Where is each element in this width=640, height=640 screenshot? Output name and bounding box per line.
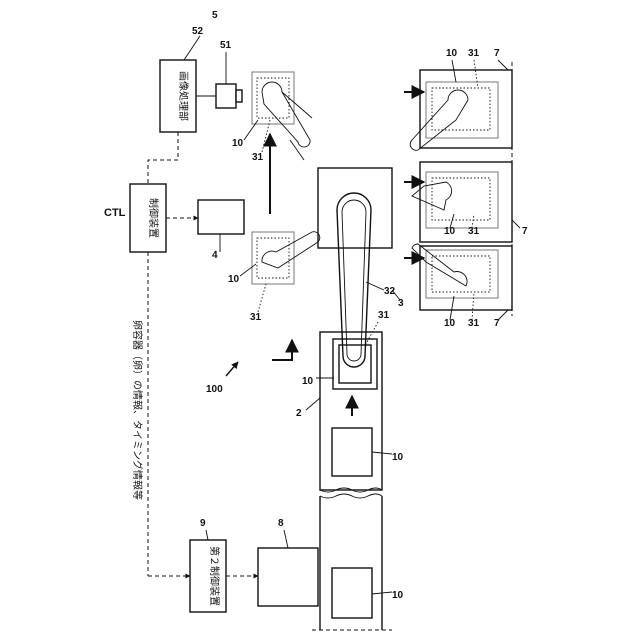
conveyor-2 (312, 332, 392, 630)
ref-10-mid: 10 (228, 274, 240, 285)
ref-3: 3 (398, 298, 404, 309)
transfer-arrow-corner (272, 340, 292, 360)
ref-31-robot: 31 (378, 310, 390, 321)
ref-7-st3: 7 (494, 318, 500, 329)
ref-100: 100 (206, 384, 223, 395)
ref-52: 52 (192, 26, 204, 37)
ref-9: 9 (200, 518, 206, 529)
image-processing-unit-52: 画像処理部 (160, 60, 196, 132)
block-8 (258, 548, 318, 606)
ref-2: 2 (296, 408, 302, 419)
camera-51 (216, 84, 242, 108)
ref-31-st3: 31 (468, 318, 480, 329)
egg-container-on-conveyor (332, 428, 372, 476)
controller-text: 制御装置 (147, 198, 160, 238)
ref-4: 4 (212, 250, 218, 261)
ref-32: 32 (384, 286, 396, 297)
ref-31-st1: 31 (468, 48, 480, 59)
ctl-label: CTL (104, 207, 126, 219)
camera-station-top (252, 72, 312, 160)
camera-station-bottom (252, 232, 320, 284)
ref-10-top: 10 (232, 138, 244, 149)
station-7-middle (404, 162, 512, 242)
ref-8: 8 (278, 518, 284, 529)
ref-31-st2: 31 (468, 226, 480, 237)
ref-10-conv: 10 (302, 376, 314, 387)
ref-10-conv3: 10 (392, 590, 404, 601)
ref-31-mid: 31 (250, 312, 262, 323)
ref-31-top: 31 (252, 152, 264, 163)
ref-5: 5 (212, 10, 218, 21)
image-processing-text: 画像処理部 (177, 71, 190, 121)
ref-7-st1: 7 (494, 48, 500, 59)
robot-arm-3 (318, 168, 392, 367)
ref-10-st1: 10 (446, 48, 458, 59)
info-text: 卵容器（卵）の情報、タイミング情報等 (131, 320, 144, 500)
egg-container-on-conveyor (332, 568, 372, 618)
ref-51: 51 (220, 40, 232, 51)
ref-10-conv2: 10 (392, 452, 404, 463)
station-7-top (404, 70, 512, 150)
second-controller-text: 第２制御装置 (208, 546, 221, 606)
block-4 (198, 200, 244, 234)
robot-base (318, 168, 392, 248)
station-7-bottom (404, 244, 512, 310)
controller-ctl: 制御装置 (130, 184, 166, 252)
second-controller-9: 第２制御装置 (190, 540, 226, 612)
ref-7-st2: 7 (522, 226, 528, 237)
